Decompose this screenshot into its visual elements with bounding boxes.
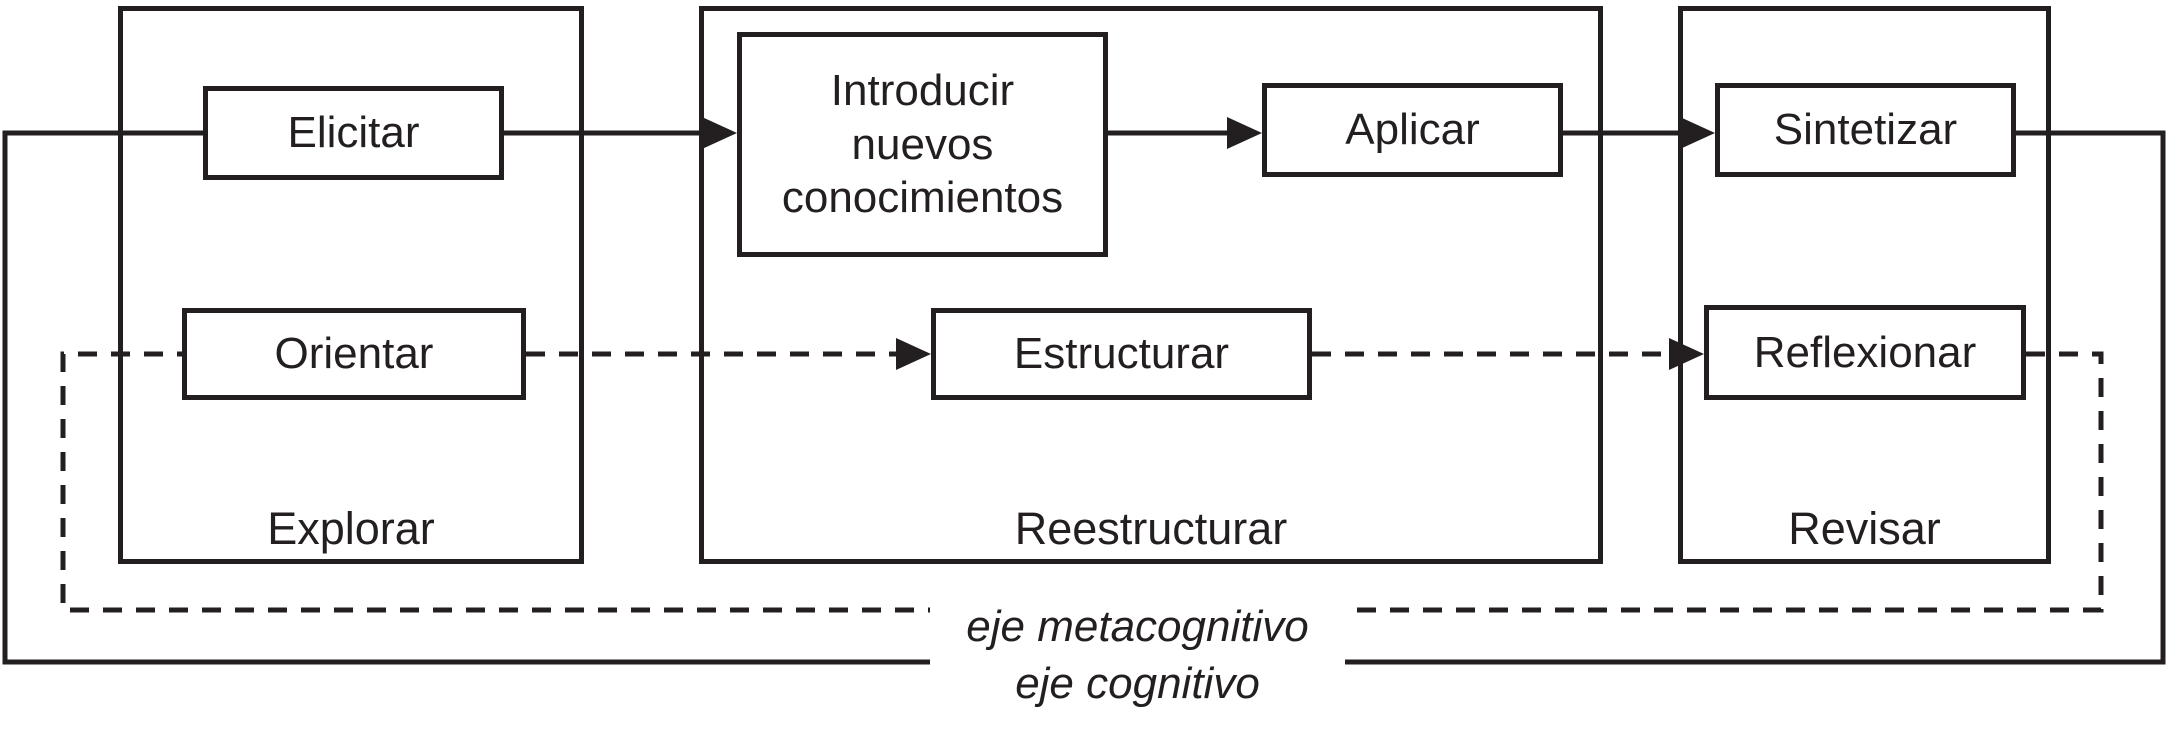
step-box-orientar: Orientar [182,308,526,400]
axis-label-cognitive: eje cognitivo [930,654,1345,714]
phase-label-reestructurar: Reestructurar [1014,503,1288,554]
arrowhead-icon [1680,117,1715,149]
arrowhead-icon [896,338,931,370]
phase-box-explorar: Explorar [118,6,584,564]
phase-box-reestructurar: Reestructurar [699,6,1603,564]
phase-label-explorar: Explorar [267,503,435,554]
arrowhead-icon [1669,338,1704,370]
phase-label-revisar: Revisar [1788,503,1941,554]
arrowhead-icon [702,117,737,149]
step-box-reflexionar: Reflexionar [1704,305,2026,400]
step-box-elicitar: Elicitar [203,86,504,180]
step-box-introducir-nuevos-conocimientos: Introducir nuevos conocimientos [737,32,1108,257]
metacognitive-axis-line [60,351,2104,613]
axis-label-metacognitive: eje metacognitivo [930,597,1345,657]
step-box-sintetizar: Sintetizar [1715,83,2016,177]
arrowhead-icon [1227,117,1262,149]
step-box-aplicar: Aplicar [1262,83,1563,177]
phase-box-revisar: Revisar [1678,6,2051,564]
step-box-estructurar: Estructurar [931,308,1312,400]
